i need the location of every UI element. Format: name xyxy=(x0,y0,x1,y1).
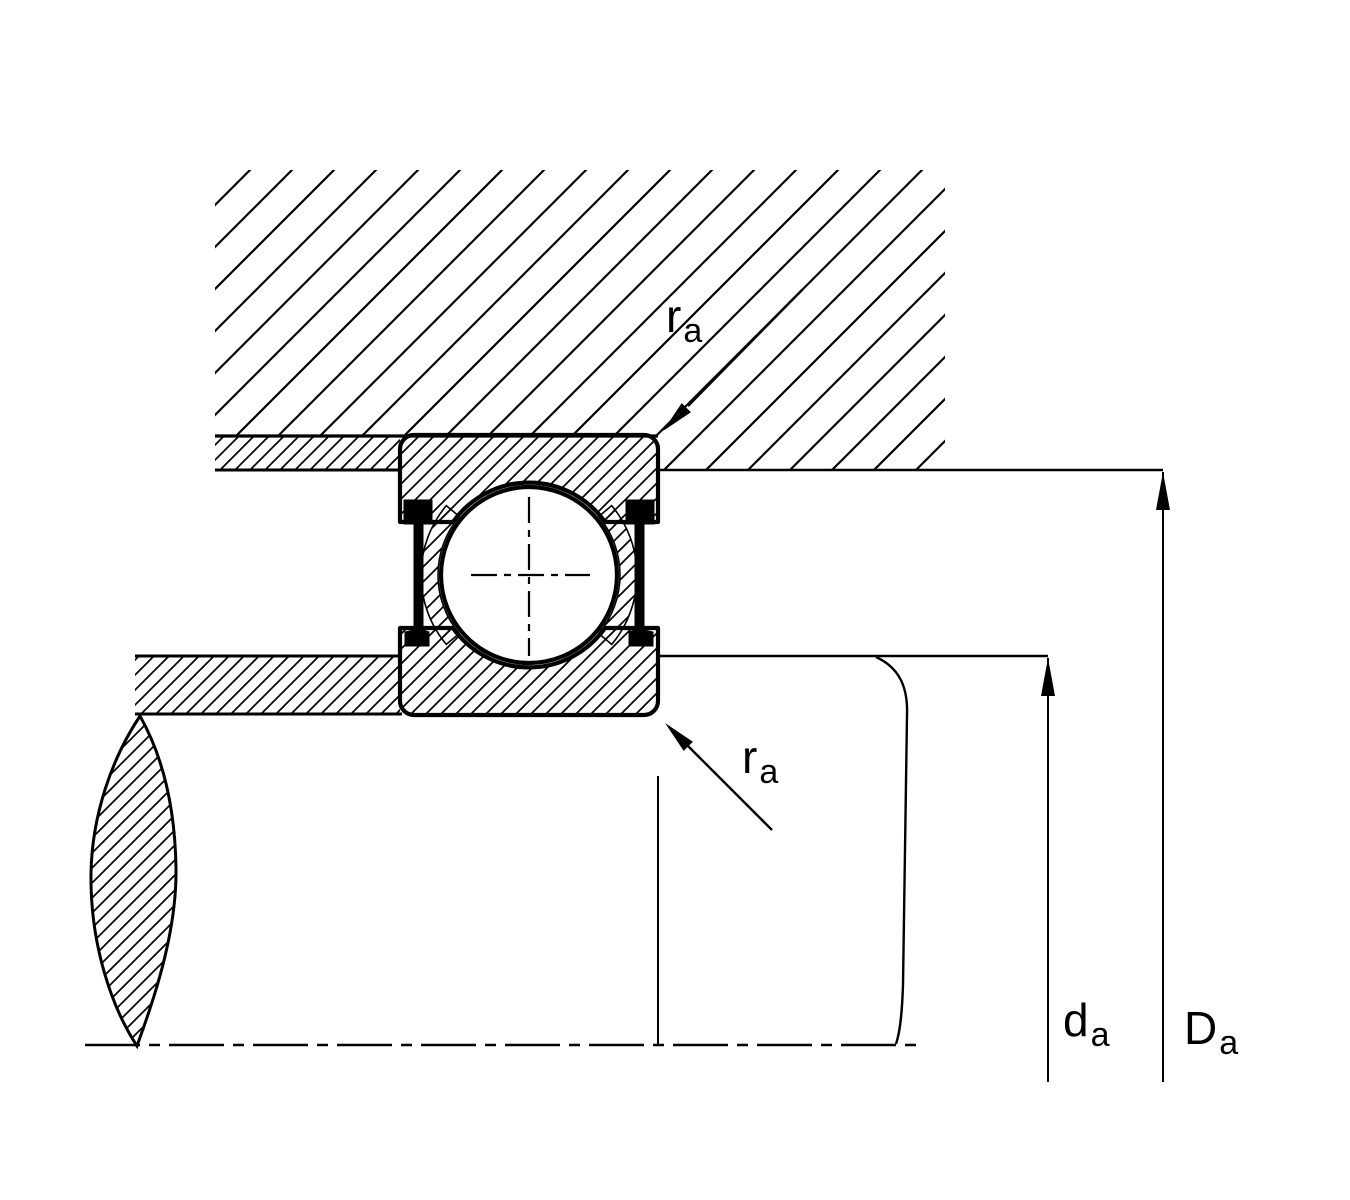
da-label: da xyxy=(1063,994,1110,1054)
ra-top-arrowhead xyxy=(663,403,691,431)
seal-right xyxy=(625,499,655,647)
ra-top-label-sub: a xyxy=(683,312,702,350)
dimension-Da: Da xyxy=(1156,472,1238,1082)
ra-bottom-leader-line xyxy=(687,745,773,831)
ra-top-leader-line xyxy=(687,289,803,407)
ra-bottom-label-base: r xyxy=(742,731,757,783)
ra-bottom-label: ra xyxy=(742,731,778,791)
shaft-break-outline xyxy=(875,655,909,1045)
dimension-ra-top: ra xyxy=(663,289,803,431)
seal-left xyxy=(403,499,433,647)
shaft-shoulder-hatch xyxy=(135,656,400,714)
da-arrowhead xyxy=(1041,658,1055,696)
ra-top-label-base: r xyxy=(666,290,681,342)
Da-arrowhead xyxy=(1156,472,1170,510)
dimension-da: da xyxy=(1041,658,1110,1082)
shaft-right-section xyxy=(658,654,1048,1045)
ra-bottom-arrowhead xyxy=(665,723,693,751)
cage-left xyxy=(420,504,461,646)
housing-shoulder-hatch xyxy=(215,437,400,470)
cage-right xyxy=(597,504,638,646)
da-label-sub: a xyxy=(1091,1016,1110,1054)
Da-label: Da xyxy=(1184,1002,1238,1062)
Da-label-base: D xyxy=(1184,1002,1217,1054)
Da-label-sub: a xyxy=(1219,1024,1238,1062)
da-label-base: d xyxy=(1063,994,1089,1046)
ra-bottom-label-sub: a xyxy=(759,753,778,791)
housing-shoulder-strip xyxy=(215,437,400,472)
housing-hatch-area xyxy=(215,170,945,470)
shaft-shoulder-strip xyxy=(135,654,402,716)
bearing-cross-section xyxy=(397,432,661,718)
shaft-section-teardrop xyxy=(89,713,178,1050)
ra-top-label: ra xyxy=(666,290,702,350)
dimension-ra-bottom: ra xyxy=(665,723,778,831)
